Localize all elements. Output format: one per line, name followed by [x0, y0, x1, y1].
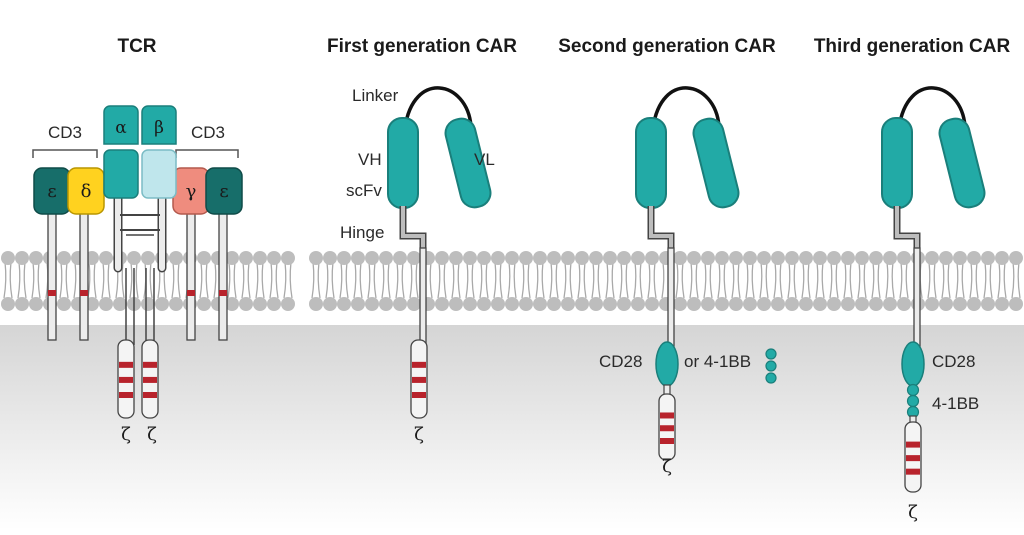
zeta-chain-stalks [125, 268, 155, 345]
cytoplasm-region [0, 325, 1024, 530]
vl-label: VL [474, 150, 495, 169]
cd3-left-bracket [32, 149, 98, 158]
disulfide-bridges [120, 214, 160, 231]
second-cd28-label: CD28 [599, 352, 642, 371]
third-zeta-label: ζ [908, 502, 918, 523]
tcr-alpha-constant [103, 149, 139, 199]
tcr-ab-stalks [115, 193, 165, 271]
scfv-label: scFv [346, 181, 382, 200]
second-generation-car [635, 86, 777, 461]
delta-label: δ [81, 181, 92, 202]
zeta-left-label: ζ [121, 424, 131, 445]
tcr-alpha-variable [103, 105, 139, 145]
second-or-41bb-label: or 4-1BB [684, 352, 751, 371]
gamma-label: γ [186, 181, 197, 202]
cd3-tail-marks [48, 290, 227, 296]
third-generation-car [881, 86, 986, 493]
alpha-label: α [115, 118, 127, 138]
vh-label: VH [358, 150, 382, 169]
zeta-right-label: ζ [147, 424, 157, 445]
second-zeta-label: ζ [662, 456, 672, 477]
tcr-beta-variable [141, 105, 177, 145]
hinge-label: Hinge [340, 223, 384, 242]
tcr-beta-constant [141, 149, 177, 199]
epsilon-left-label: ε [47, 181, 56, 202]
third-41bb-label: 4-1BB [932, 394, 979, 413]
first-generation-car [387, 86, 492, 419]
cd3-right-bracket [175, 149, 239, 158]
third-generation-title: Third generation CAR [814, 36, 1011, 57]
third-cd28-label: CD28 [932, 352, 975, 371]
cd3-left-label: CD3 [48, 123, 82, 142]
tcr-title: TCR [117, 36, 156, 57]
tcr-zeta-cassettes [117, 339, 159, 419]
cd3-epsilon-right [205, 167, 243, 215]
tcr-complex: CD3 CD3 ε δ γ ε α [32, 105, 243, 445]
second-generation-title: Second generation CAR [558, 36, 776, 57]
beta-label: β [154, 118, 164, 138]
cd3-right-label: CD3 [191, 123, 225, 142]
first-generation-title: First generation CAR [327, 36, 517, 57]
linker-label: Linker [352, 86, 399, 105]
first-zeta-label: ζ [414, 424, 424, 445]
epsilon-right-label: ε [219, 181, 228, 202]
